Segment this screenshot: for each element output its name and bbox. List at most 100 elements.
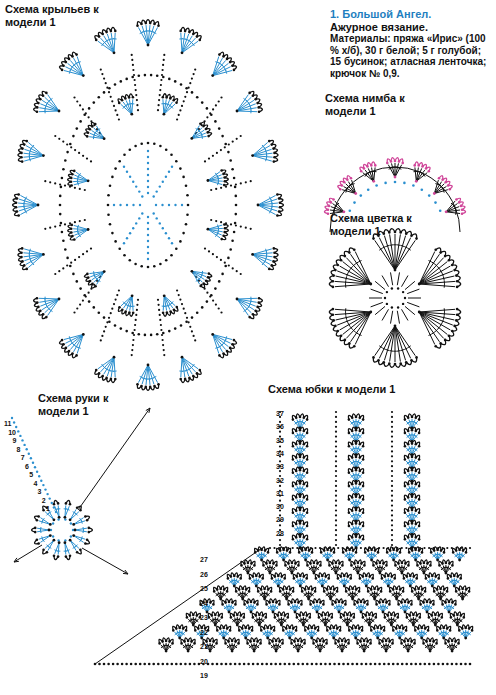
- chain-dot: [391, 495, 393, 497]
- double-crochet: [74, 521, 86, 525]
- chain-dot: [179, 109, 181, 111]
- chain-dot: [367, 189, 370, 192]
- shell-stitch: [53, 500, 61, 518]
- chain-dot: [335, 431, 337, 433]
- chain-dot: [218, 307, 220, 309]
- chain-dot: [207, 228, 210, 231]
- chain-dot: [134, 324, 136, 326]
- chain-dot: [372, 237, 375, 240]
- chain-dot: [205, 279, 208, 282]
- chain-dot: [172, 99, 175, 102]
- chain-dot: [111, 176, 114, 179]
- chain-dot: [343, 181, 346, 184]
- shell-stitch: [329, 248, 372, 288]
- single-crochet: [382, 309, 389, 320]
- chain-dot: [130, 113, 133, 116]
- chain-dot: [306, 432, 309, 435]
- chain-dot: [335, 455, 337, 457]
- chain-dot: [135, 89, 137, 91]
- chain-dot: [125, 78, 128, 81]
- chain-dot: [460, 205, 463, 208]
- chain-dot: [397, 306, 399, 308]
- chain-dot: [455, 319, 458, 322]
- chain-dot: [391, 436, 393, 438]
- chain-dot: [125, 330, 128, 333]
- chain-dot: [21, 160, 24, 163]
- chain-dot: [410, 359, 413, 362]
- chain-dot: [335, 485, 337, 487]
- chain-dot: [168, 204, 170, 206]
- chain-dot: [391, 480, 393, 482]
- chain-dot: [268, 140, 271, 143]
- chain-dot: [202, 125, 205, 128]
- chain-dot: [448, 188, 451, 191]
- chain-dot: [348, 342, 351, 345]
- chain-dot: [335, 470, 337, 472]
- chain-dot: [411, 416, 414, 419]
- chain-dot: [391, 287, 393, 289]
- chain-dot: [394, 363, 397, 366]
- shell-stitch: [348, 414, 365, 430]
- chain-dot: [107, 213, 110, 216]
- chain-dot: [231, 240, 234, 243]
- chain-dot: [42, 313, 45, 316]
- chain-dot: [226, 58, 229, 61]
- double-crochet: [237, 298, 257, 299]
- chain-dot: [226, 350, 229, 353]
- chain-dot: [391, 426, 393, 428]
- shell-stitch: [136, 20, 160, 47]
- chain-dot: [404, 297, 406, 299]
- stitch-bar: [202, 135, 203, 139]
- chain-dot: [49, 523, 52, 526]
- chain-dot: [404, 418, 407, 421]
- chain-dot: [279, 206, 282, 209]
- chain-dot: [16, 197, 19, 200]
- chain-dot: [366, 165, 369, 168]
- chain-dot: [303, 456, 306, 459]
- chain-dot: [229, 61, 232, 64]
- chain-dot: [415, 416, 418, 419]
- chain-dot: [108, 317, 110, 319]
- chain-dot: [109, 185, 112, 188]
- chain-dot: [250, 180, 252, 182]
- chain-dot: [88, 116, 90, 118]
- chain-dot: [34, 531, 37, 534]
- chain-dot: [138, 190, 140, 192]
- chain-dot: [212, 155, 214, 157]
- chain-dot: [240, 135, 242, 137]
- chain-dot: [26, 448, 28, 450]
- chain-dot: [179, 30, 182, 33]
- chain-dot: [207, 276, 210, 279]
- chain-dot: [279, 485, 281, 487]
- wings-chart: [13, 20, 284, 391]
- chain-dot: [391, 505, 393, 507]
- chain-dot: [303, 443, 306, 446]
- chain-dot: [210, 294, 213, 297]
- chain-dot: [58, 541, 61, 544]
- chain-dot: [90, 160, 92, 162]
- chain-dot: [158, 104, 160, 106]
- chain-dot: [335, 460, 337, 462]
- chain-dot: [147, 252, 149, 254]
- chain-dot: [258, 111, 261, 114]
- chain-dot: [123, 166, 125, 168]
- chain-dot: [135, 222, 137, 224]
- chain-dot: [65, 347, 68, 350]
- chain-dot: [62, 65, 65, 68]
- double-crochet: [181, 33, 182, 53]
- double-crochet: [335, 284, 371, 287]
- chain-dot: [439, 342, 442, 345]
- shell-stitch: [18, 247, 45, 270]
- chain-dot: [28, 453, 30, 455]
- shell-stitch: [34, 91, 61, 113]
- chain-dot: [89, 280, 92, 283]
- chain-dot: [156, 333, 159, 336]
- chain-dot: [105, 326, 107, 328]
- chain-dot: [156, 74, 159, 77]
- chain-dot: [215, 220, 217, 222]
- chain-dot: [360, 194, 363, 197]
- chain-dot: [101, 33, 104, 36]
- shell-stitch: [118, 294, 134, 316]
- chain-dot: [175, 248, 178, 251]
- chain-dot: [58, 298, 61, 301]
